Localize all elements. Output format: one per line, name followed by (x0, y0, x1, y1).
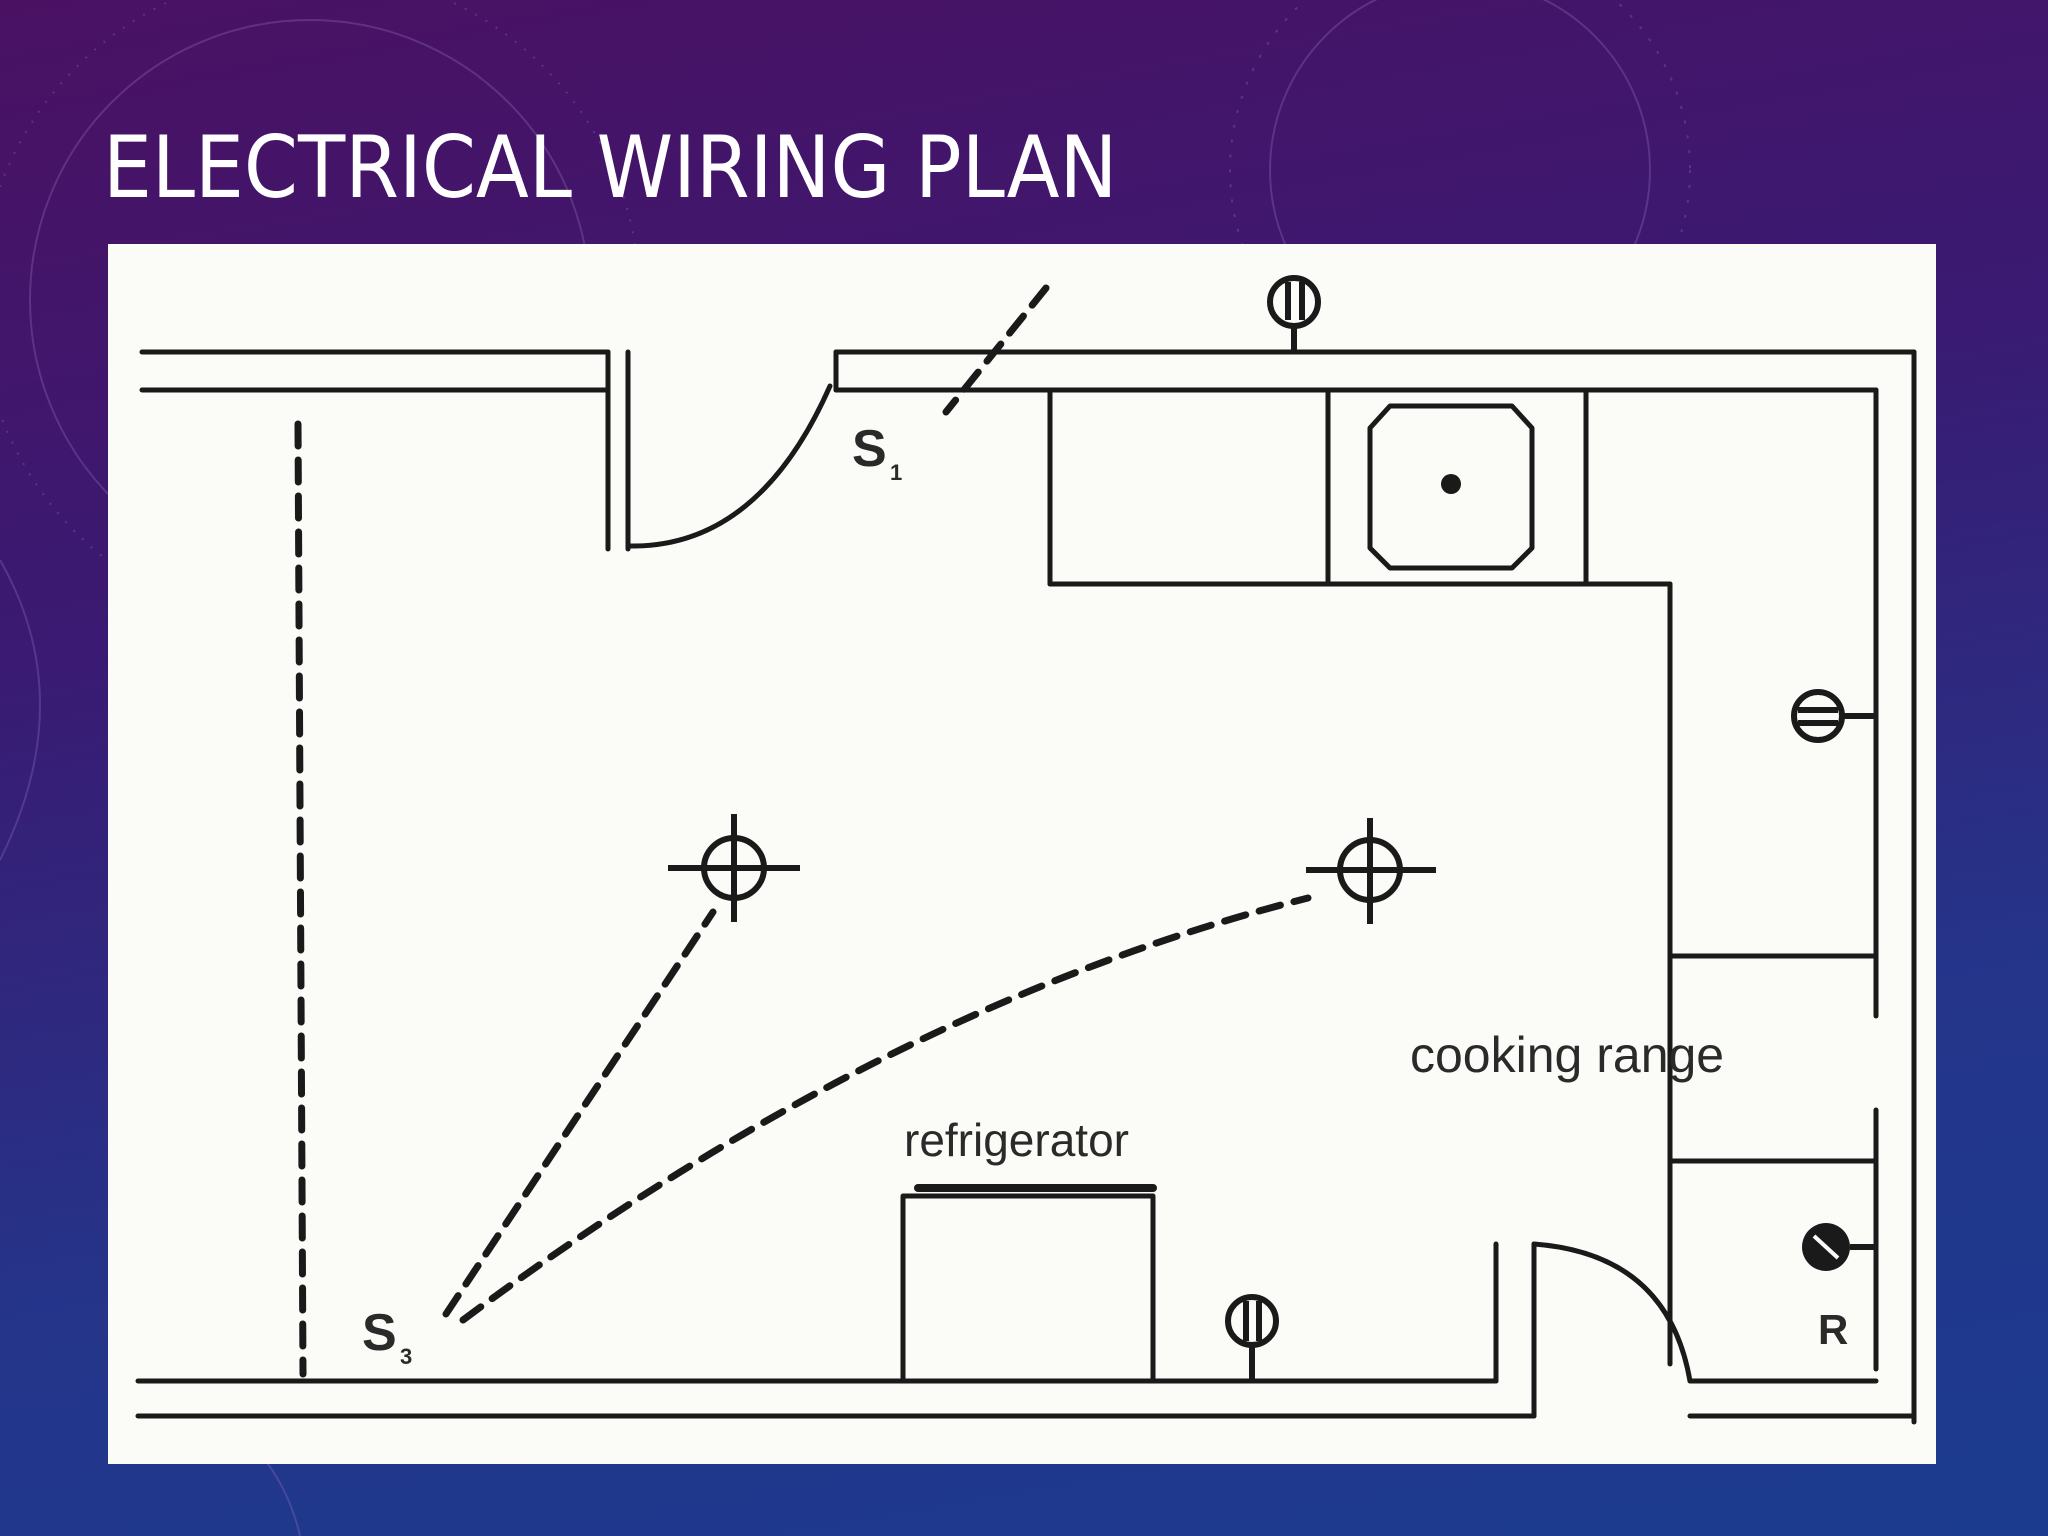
wiring-run-s3-light2 (459, 894, 1312, 1324)
refrigerator-label: refrigerator (904, 1114, 1129, 1166)
slide-title: ELECTRICAL WIRING PLAN (103, 118, 1118, 218)
range-outlet-icon (1802, 1223, 1874, 1271)
wiring-run-s1 (942, 284, 1050, 416)
switch-s1-label: S (852, 420, 887, 478)
range-outlet-label: R (1818, 1306, 1848, 1353)
wiring-run-s3-light1 (442, 908, 717, 1318)
outlet-icon (1225, 1294, 1279, 1379)
refrigerator-box (900, 1184, 1157, 1384)
switch-s3-subscript: 3 (400, 1344, 412, 1369)
cooking-range-label: cooking range (1410, 1027, 1724, 1083)
top-door-swing (625, 383, 833, 549)
floor-plan-drawing: S 1 S 3 refrigerator cooking range R (135, 275, 1917, 1425)
outlet-icon (1267, 275, 1321, 350)
right-wall (1873, 349, 1917, 1425)
switch-s3-label: S (362, 1304, 397, 1362)
ceiling-light-2 (1306, 818, 1436, 924)
bottom-door-swing (1531, 1241, 1693, 1384)
top-wall-left (139, 349, 631, 552)
outlet-icon (1791, 689, 1874, 743)
wiring-plan-image: S 1 S 3 refrigerator cooking range R (108, 244, 1936, 1464)
ceiling-light-1 (668, 814, 800, 922)
bottom-wall (135, 1241, 1917, 1419)
sink (1367, 403, 1535, 571)
switch-s1-subscript: 1 (890, 460, 902, 485)
sink-drain (1441, 474, 1461, 494)
counter-top (1047, 387, 1673, 1367)
cooking-range-box (1667, 953, 1879, 1164)
top-wall-right (833, 349, 1917, 393)
wiring-run-left (294, 420, 307, 1378)
